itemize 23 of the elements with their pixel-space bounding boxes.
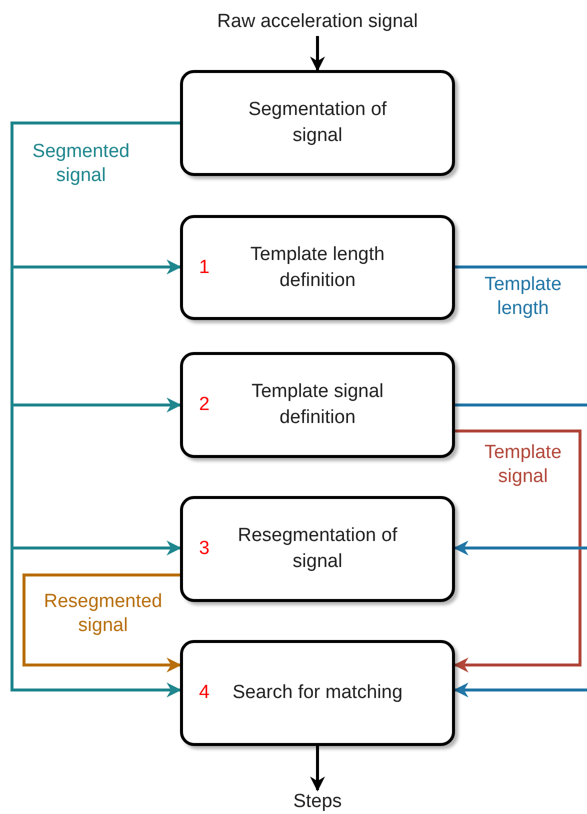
arrow	[454, 540, 587, 556]
arrow	[10, 122, 182, 698]
arrow	[454, 682, 587, 698]
arrow	[454, 430, 582, 672]
arrow	[310, 36, 325, 72]
step-number: 4	[199, 680, 210, 705]
box-text: Template length definition	[249, 242, 386, 292]
box-text: Segmentation of signal	[247, 98, 388, 148]
text-label: Raw acceleration signal	[180, 8, 455, 36]
box-text: Search for matching	[232, 681, 404, 705]
process-box	[180, 215, 455, 320]
step-number: 3	[199, 536, 210, 561]
arrow	[310, 746, 325, 792]
box-text: Resegmentation of signal	[236, 524, 398, 574]
step-number: 1	[199, 255, 210, 280]
process-box	[180, 640, 455, 746]
text-label: Steps	[260, 790, 375, 814]
process-box	[180, 496, 455, 602]
box-text: Template signal definition	[250, 380, 385, 430]
process-box	[180, 70, 455, 176]
arrow	[22, 574, 182, 672]
process-box	[180, 352, 455, 458]
step-number: 2	[199, 392, 210, 417]
